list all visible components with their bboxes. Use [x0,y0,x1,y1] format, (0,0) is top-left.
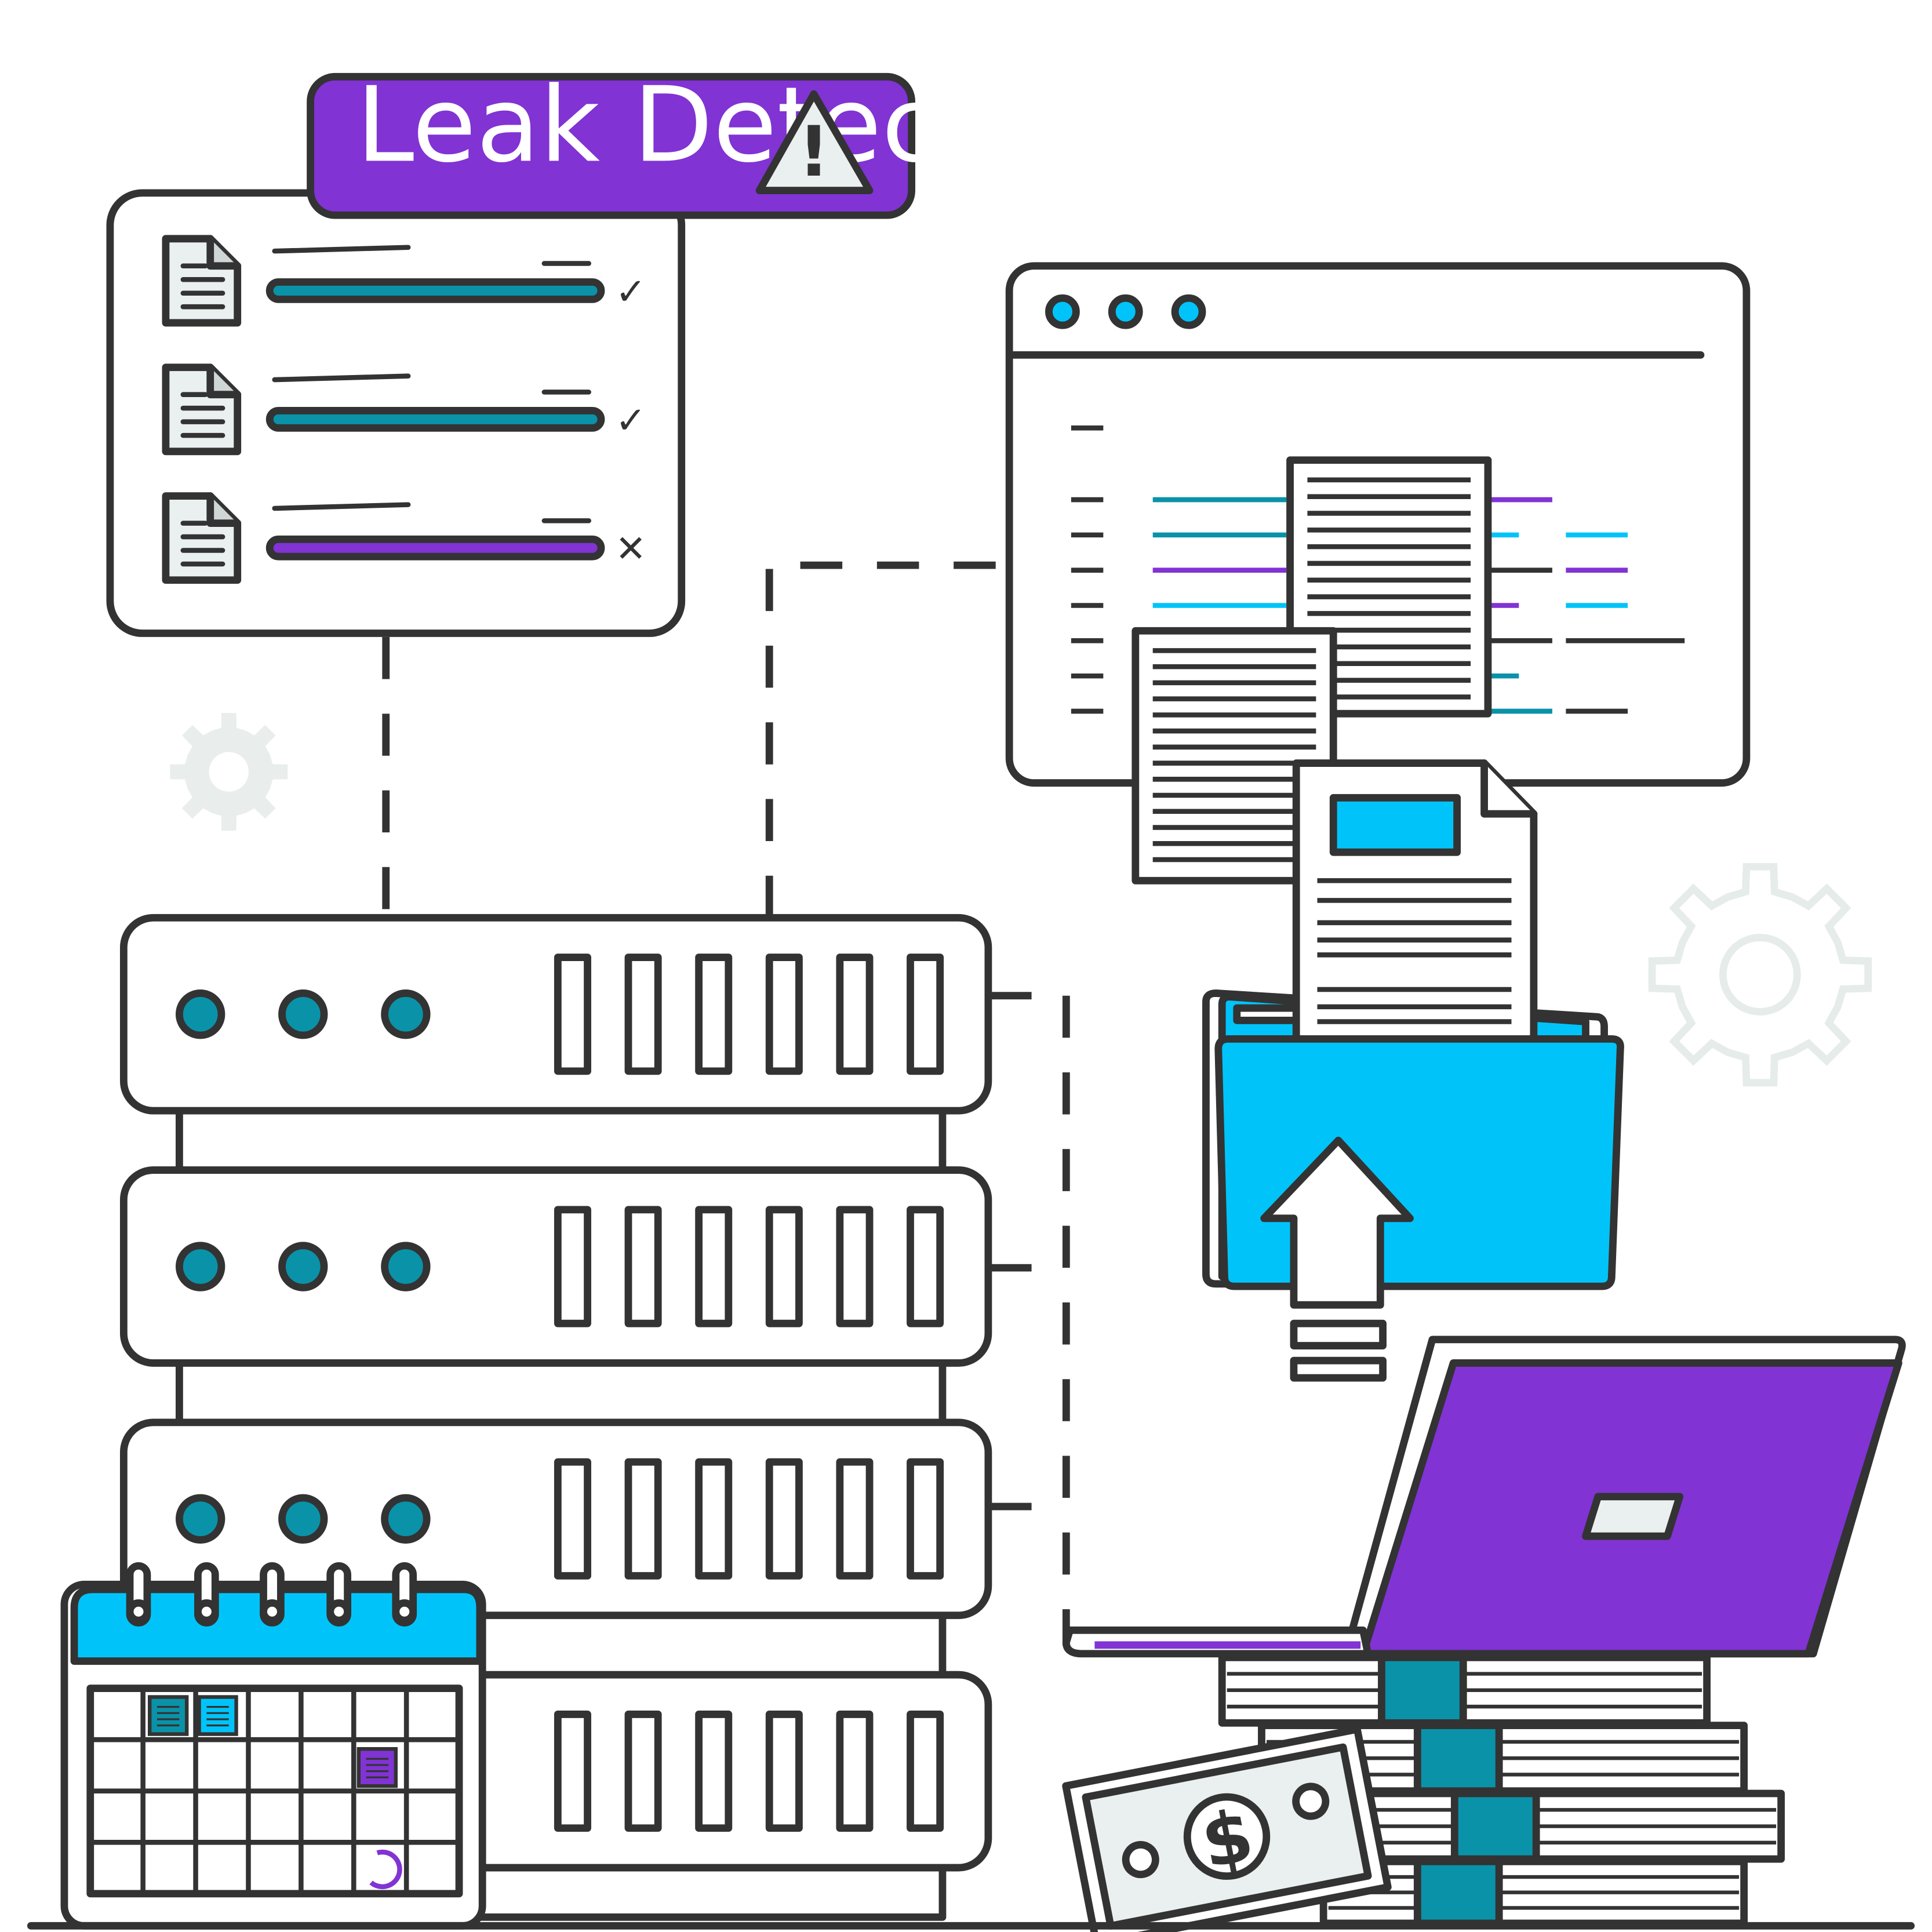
server-slot [765,1711,803,1832]
server-slot [624,1711,662,1832]
document-icon [162,363,242,456]
status-check-icon: ✓ [615,271,646,314]
server-slot [554,1458,591,1580]
dashed-connectors [382,561,1070,1645]
alert-label: Leak Detected [356,65,1109,185]
server-slot [836,954,874,1075]
money-layer [1218,1653,1711,1727]
server-slot [695,1711,733,1832]
status-bar [265,407,605,432]
server-slot [695,1458,733,1580]
server-led [176,989,225,1039]
calendar-icon [60,1562,486,1930]
server-slot [624,1458,662,1580]
server-slot [836,1711,874,1832]
server-led [381,1242,431,1291]
server-slot [695,1206,733,1327]
calendar-ring [126,1562,151,1627]
window-dot [1171,294,1206,329]
upload-arrow-icon [1260,1136,1414,1309]
server-led [176,1494,225,1544]
calendar-note [197,1695,238,1736]
gear-icon-small [170,712,288,831]
server-slot [695,954,733,1075]
server-led [176,1242,225,1291]
checklist-row: ✕ [162,492,646,584]
checklist-row: ✓ [162,235,646,327]
server-slot [554,954,591,1075]
server-slot [907,954,944,1075]
server-slot [624,1206,662,1327]
window-dot [1045,294,1080,329]
laptop-icon [1062,1336,1906,1658]
checklist-row: ✓ [162,363,646,456]
server-led [381,1494,431,1544]
server-slot [554,1206,591,1327]
document-icon [162,492,242,584]
server-unit [119,914,992,1115]
calendar-note [356,1747,398,1788]
server-slot [836,1458,874,1580]
money-band [1413,1857,1503,1927]
calendar-swirl-mark [369,1849,402,1890]
server-unit [119,1166,992,1367]
server-slot [765,954,803,1075]
status-bar [265,278,605,303]
leak-alert-banner: Leak Detected ! [307,65,1109,219]
server-slot [907,1206,944,1327]
gear-icon-large [1648,863,1872,1087]
window-dot [1108,294,1143,329]
calendar-ring [260,1562,285,1627]
server-led [278,1242,328,1291]
server-slot [554,1711,591,1832]
server-slot [624,954,662,1075]
folder-upload-icon [1202,759,1624,1382]
warning-symbol: ! [798,112,830,192]
status-check-icon: ✓ [615,399,646,442]
money-band [1450,1789,1540,1863]
checklist-card: ✓ ✓ ✕ [106,189,686,637]
server-slot [765,1206,803,1327]
calendar-note [147,1695,189,1736]
server-slot [907,1711,944,1832]
warning-icon: ! [755,90,874,195]
server-slot [765,1458,803,1580]
document-upload-sheet [1292,759,1538,1043]
money-band [1378,1653,1467,1727]
dollar-bill-icon: $ [1062,1725,1392,1932]
document-icon [162,235,242,327]
money-band [1413,1722,1503,1795]
document-sheet-front [1131,627,1337,885]
status-cross-icon: ✕ [615,528,646,571]
server-slot [836,1206,874,1327]
server-led [278,989,328,1039]
calendar-ring [392,1562,417,1627]
server-led [278,1494,328,1544]
laptop-logo [1582,1493,1684,1540]
server-slot [907,1458,944,1580]
calendar-ring [194,1562,219,1627]
server-led [381,989,431,1039]
calendar-ring [326,1562,352,1627]
status-bar [265,535,605,561]
